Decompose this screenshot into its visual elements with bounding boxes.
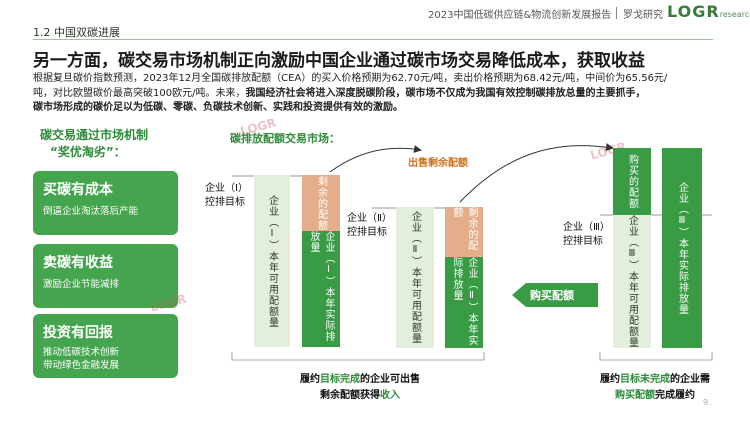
body-line-2: 吨，对比欧盟碳价最高突破100欧元/吨。未来，我国经济社会将进入深度脱碳阶段，碳…: [33, 87, 646, 99]
company3-label: 企业（Ⅲ） 控排目标: [563, 222, 610, 247]
body-line-1: 根据复旦碳价指数预测，2023年12月全国碳排放配额（CEA）的买入价格预期为6…: [33, 73, 668, 84]
company1-available-bar: 企业（Ⅰ）本年可用配额量: [254, 175, 290, 347]
section-label: 1.2 中国双碳进展: [33, 26, 120, 39]
body-line-3: 碳市场形成的碳价足以为低碳、零碳、负碳技术创新、实践和投资提供有效的激励。: [33, 102, 403, 113]
report-title: 2023中国低碳供应链&物流创新发展报告: [428, 10, 612, 21]
sell-arrow-2: [459, 143, 614, 203]
company2-label: 企业（Ⅱ） 控排目标: [347, 213, 392, 238]
section-underline: [33, 39, 713, 40]
market-title: 碳排放配额交易市场：: [230, 132, 340, 145]
caption-target-complete: 履约目标完成的企业可出售 剩余配额获得收入: [300, 374, 420, 401]
sell-surplus-label: 出售剩余配额: [408, 158, 468, 169]
headline: 另一方面，碳交易市场机制正向激励中国企业通过碳市场交易降低成本，获取收益: [33, 51, 645, 71]
buy-quota-arrow: 购买配额: [512, 283, 598, 307]
body-text: 根据复旦碳价指数预测，2023年12月全国碳排放配额（CEA）的买入价格预期为6…: [33, 72, 723, 116]
company2-available-bar: 企业（Ⅱ）本年可用配额量: [396, 207, 434, 348]
company3-purchased-bar: 购买的配额: [613, 148, 651, 215]
sell-arrow-1: [329, 145, 422, 173]
left-title: 碳交易通过市场机制 “奖优淘劣”：: [40, 128, 149, 159]
brand-logo-sub: research: [719, 10, 750, 19]
card-buy-carbon: 买碳有成本 倒逼企业淘汰落后产能: [33, 171, 178, 235]
caption-target-incomplete: 履约目标未完成的企业需 购买配额完成履约: [600, 374, 710, 401]
company3-available-bar: 企业（Ⅲ）本年可用配额量: [613, 215, 651, 348]
company2-remaining-bar: 剩余的配额: [445, 207, 483, 257]
company3-actual-bar: 企业（Ⅲ）本年实际排放量: [662, 148, 702, 348]
brand-cn: 罗戈研究: [623, 10, 663, 21]
card-invest-return: 投资有回报 推动低碳技术创新带动绿色金融发展: [33, 314, 178, 378]
buy-quota-label: 购买配额: [530, 289, 574, 302]
brand-logo: LOGRresearch: [667, 2, 750, 21]
page-number: 9: [703, 398, 709, 407]
company2-actual-bar: 企业（Ⅱ）本年实际排放量: [445, 257, 483, 348]
company1-label: 企业（Ⅰ） 控排目标: [205, 183, 248, 208]
company1-remaining-bar: 剩余的配额: [302, 175, 340, 231]
company1-actual-bar: 企业（Ⅰ）本年实际排放量: [302, 231, 340, 347]
card-sell-carbon: 卖碳有收益 激励企业节能减排: [33, 244, 178, 308]
header-divider: [616, 7, 617, 19]
